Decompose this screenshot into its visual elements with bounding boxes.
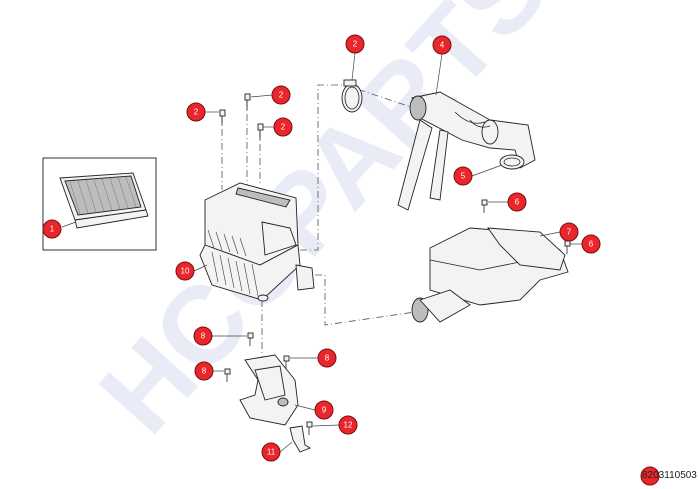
reference-code: 8203110503 [642,470,697,481]
svg-text:4: 4 [440,41,445,50]
mounting-bracket [239,354,299,426]
callout-5: 5 [453,166,473,186]
small-bracket [289,425,312,453]
callout-6b: 6 [581,234,601,254]
bolt-2c [257,123,264,140]
air-cleaner-housing [199,182,315,302]
callout-7: 7 [559,222,579,242]
callout-2b: 2 [271,85,291,105]
svg-text:7: 7 [567,228,572,237]
svg-text:8: 8 [325,354,330,363]
callout-8b: 8 [194,361,214,381]
bolt-6a [481,199,488,213]
svg-text:6: 6 [515,198,520,207]
gasket-ring [499,154,525,170]
callout-11: 11 [261,442,281,462]
hose-clamp [341,79,363,113]
bolts [219,93,571,435]
svg-text:2: 2 [194,108,199,117]
callout-8c: 8 [317,348,337,368]
callout-2a: 2 [186,102,206,122]
svg-text:2: 2 [281,123,286,132]
svg-text:9: 9 [322,406,327,415]
bolt-6b [564,240,571,254]
svg-text:11: 11 [267,448,276,457]
svg-text:8: 8 [201,332,206,341]
bolt-8c [283,355,290,369]
bolt-8a [247,332,254,346]
leader-lines [61,52,582,453]
callout-2c: 2 [273,117,293,137]
svg-text:2: 2 [279,91,284,100]
callout-12: 12 [338,415,358,435]
svg-text:1: 1 [50,225,55,234]
svg-text:6: 6 [589,240,594,249]
intake-hose [397,91,536,211]
svg-text:2: 2 [353,40,358,49]
svg-text:10: 10 [181,267,190,276]
svg-text:12: 12 [344,421,353,430]
callout-8a: 8 [193,326,213,346]
bolt-2a [219,109,226,125]
callout-4: 4 [432,35,452,55]
callout-10: 10 [175,261,195,281]
reference-callout-dot [640,466,660,486]
bolt-12 [306,421,313,435]
callout-2d: 2 [345,34,365,54]
callout-1: 1 [42,219,62,239]
svg-text:5: 5 [461,172,466,181]
assembly-lines [221,84,421,360]
callouts: 1 2 2 2 2 4 5 6 6 7 8 8 8 9 10 11 12 [42,34,601,462]
callout-9: 9 [314,400,334,420]
callout-6a: 6 [507,192,527,212]
svg-text:8: 8 [202,367,207,376]
bolt-8b [224,368,231,382]
air-filter-element [42,157,157,251]
bolt-2b [244,93,251,110]
resonator [411,227,569,323]
